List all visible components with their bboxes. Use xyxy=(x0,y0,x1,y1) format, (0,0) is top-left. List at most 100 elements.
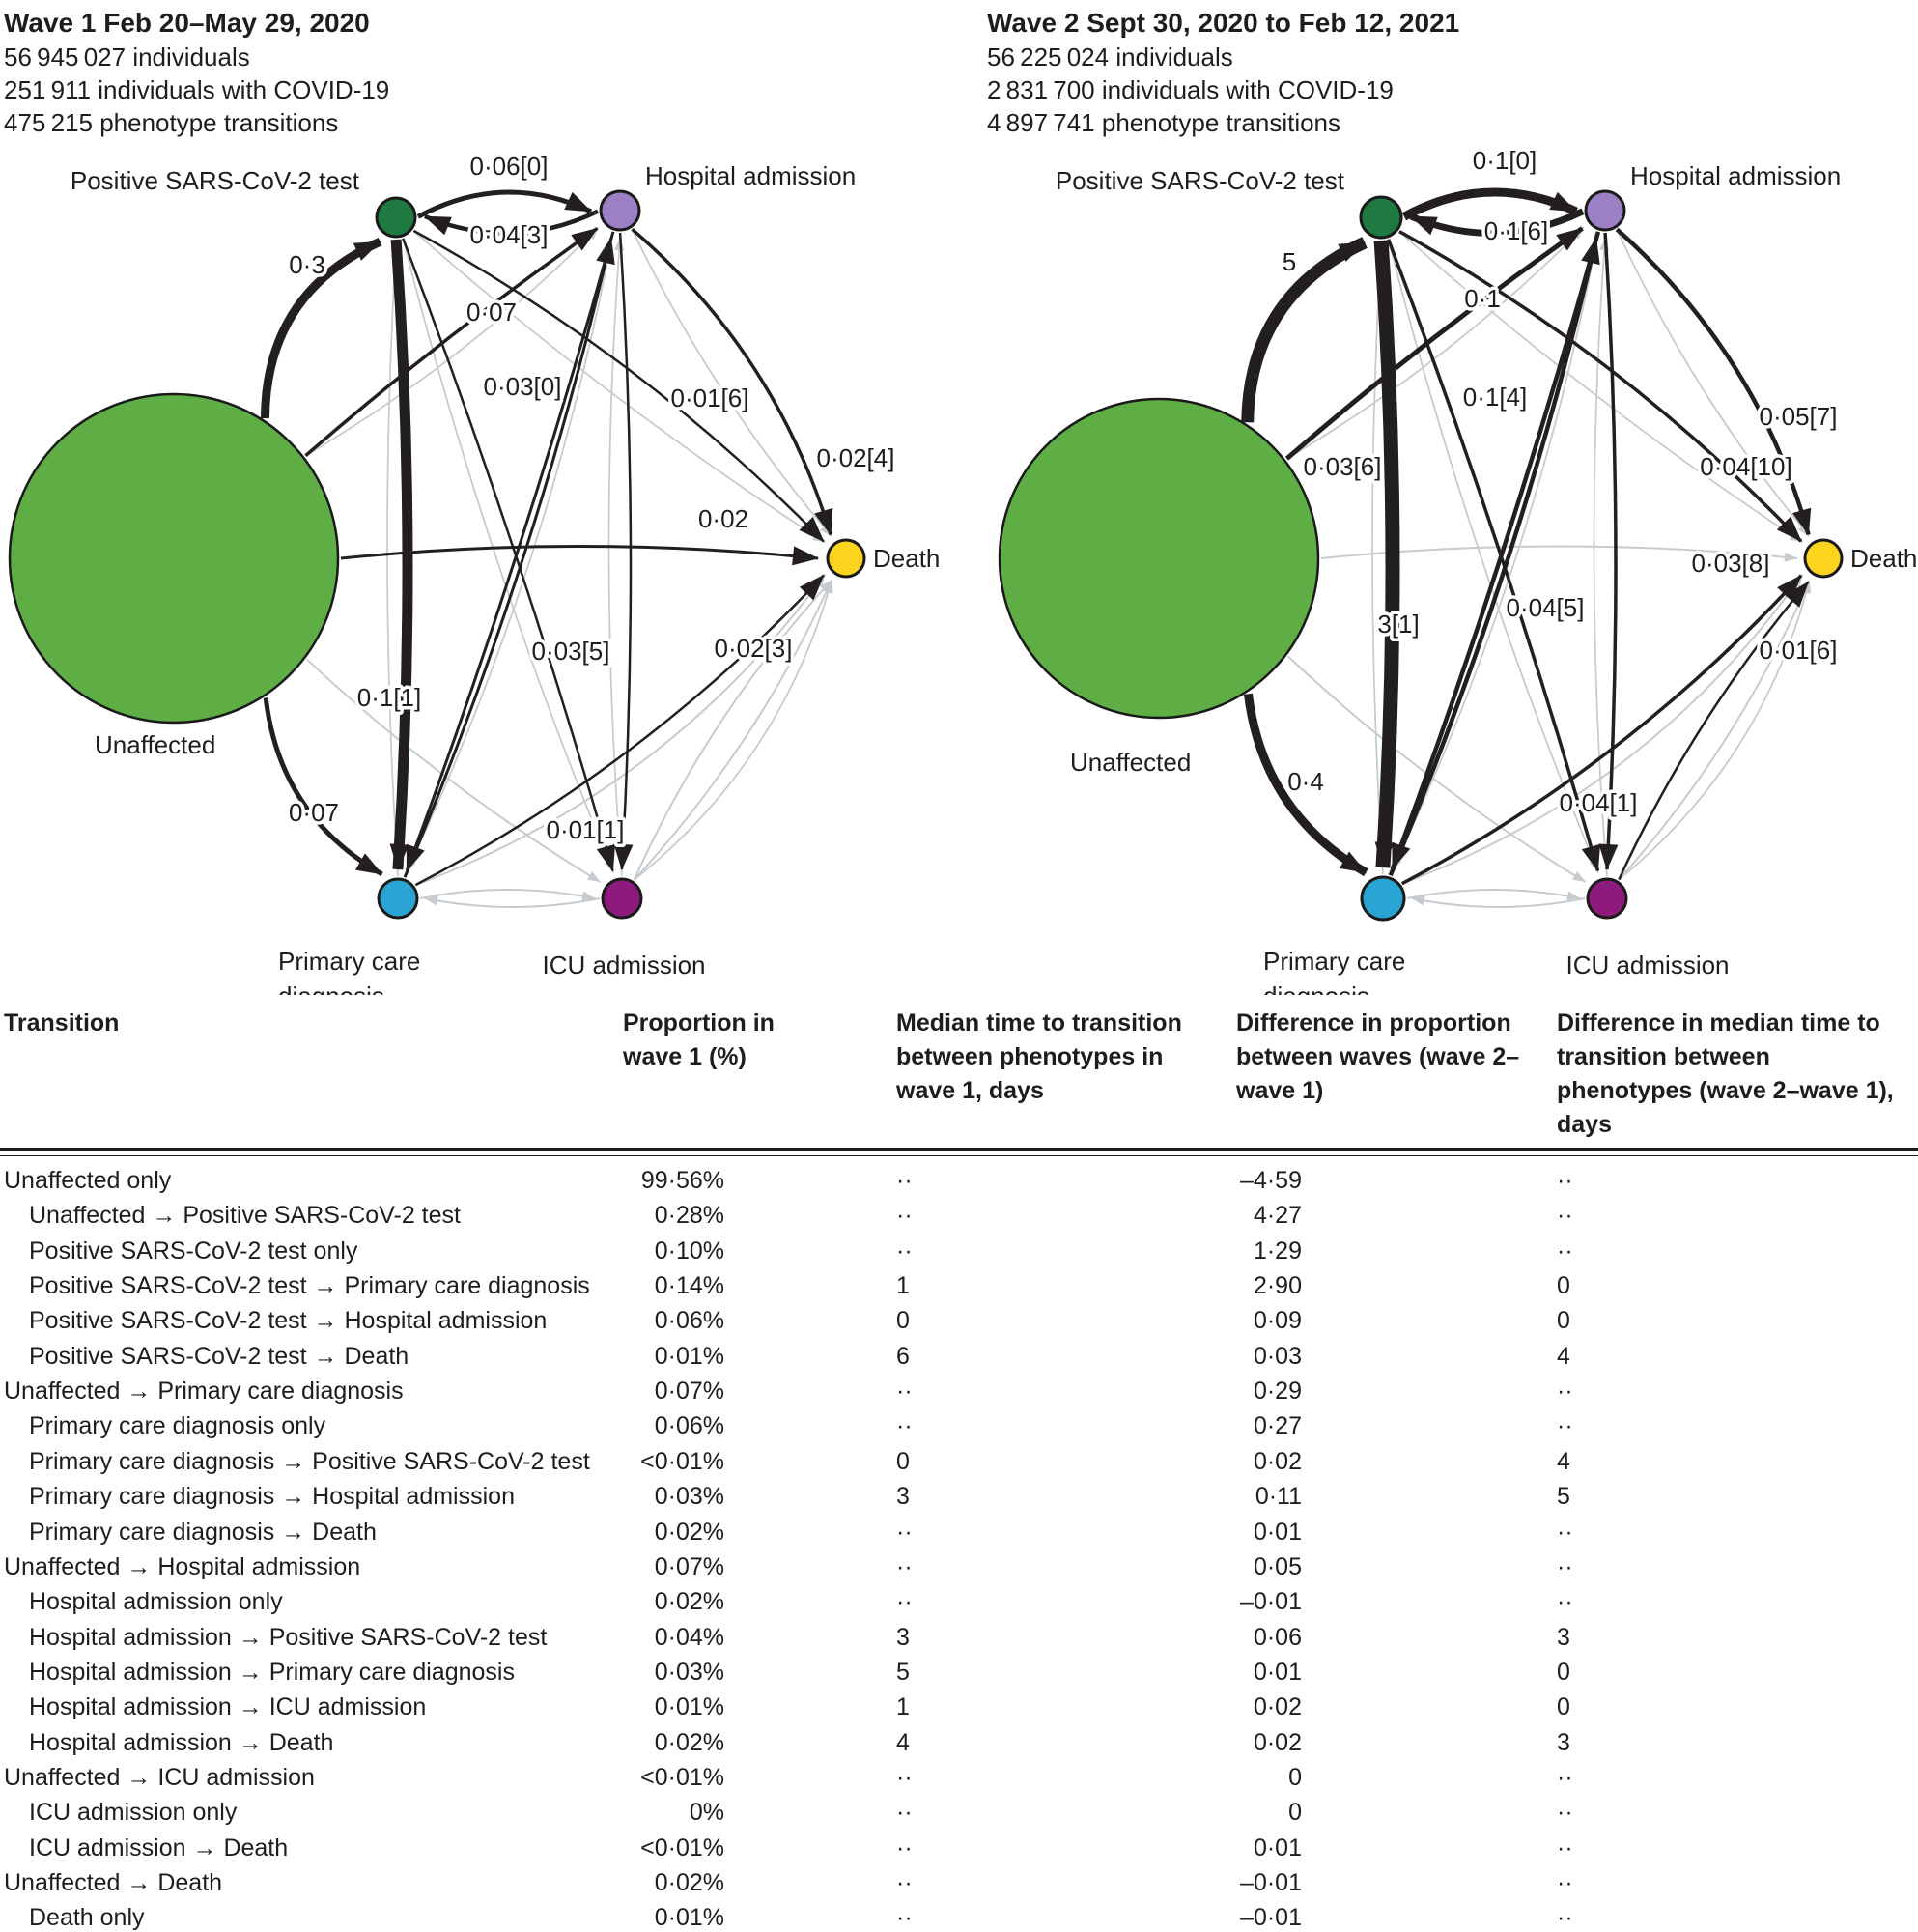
wave2-stat-transitions: 4 897 741 phenotype transitions xyxy=(987,108,1341,137)
edge-pcare-to-postest xyxy=(386,243,401,877)
cell-median-time: 5 xyxy=(896,1658,910,1686)
edge-label: 0·1[4] xyxy=(1463,383,1528,412)
wave2-title: Wave 2 Sept 30, 2020 to Feb 12, 2021 xyxy=(987,8,1460,38)
cell-diff-median: 0 xyxy=(1557,1693,1570,1721)
cell-median-time: ·· xyxy=(896,1167,913,1194)
cell-diff-median: ·· xyxy=(1557,1202,1573,1230)
cell-median-time: 6 xyxy=(896,1342,910,1370)
edge-hosp-to-death xyxy=(631,228,832,537)
node-postest-wave1 xyxy=(375,196,417,239)
edge-pcare-to-hosp xyxy=(403,237,615,878)
cell-transition: Positive SARS-CoV-2 test → Primary care … xyxy=(29,1272,590,1300)
cell-transition: Positive SARS-CoV-2 test only xyxy=(29,1236,358,1264)
cell-diff-proportion: 0·05 xyxy=(1253,1552,1302,1580)
node-death-wave1 xyxy=(826,538,866,579)
cell-median-time: 3 xyxy=(896,1483,910,1511)
cell-median-time: ·· xyxy=(896,1588,913,1616)
edge-label: 0·04[1] xyxy=(1560,788,1638,817)
col-header-proportion: Proportion in wave 1 (%) xyxy=(623,1009,775,1070)
cell-transition: Unaffected → Positive SARS-CoV-2 test xyxy=(29,1202,461,1230)
cell-diff-median: 3 xyxy=(1557,1728,1570,1756)
cell-median-time: 3 xyxy=(896,1623,910,1651)
cell-diff-median: ·· xyxy=(1557,1518,1573,1546)
node-death-wave2 xyxy=(1803,538,1844,579)
edge-label: 0·01[6] xyxy=(1760,636,1838,665)
cell-diff-median: ·· xyxy=(1557,1167,1573,1194)
node-icu-wave1 xyxy=(601,877,643,920)
cell-median-time: ·· xyxy=(896,1236,913,1264)
cell-diff-proportion: 0 xyxy=(1288,1799,1302,1827)
cell-transition: Hospital admission → Positive SARS-CoV-2… xyxy=(29,1623,548,1651)
wave1-stat-covid: 251 911 individuals with COVID-19 xyxy=(4,75,390,104)
wave1-stat-individuals: 56 945 027 individuals xyxy=(4,43,250,71)
edge-postest-to-icu xyxy=(402,238,616,872)
cell-diff-median: ·· xyxy=(1557,1588,1573,1616)
edge-icu-to-death xyxy=(1618,580,1812,881)
cell-proportion: 0·02% xyxy=(654,1869,724,1896)
col-header-diff-median: Difference in median time to transition … xyxy=(1557,1009,1894,1138)
node-label: Hospital admission xyxy=(1630,161,1841,190)
edge-label: 0·06[0] xyxy=(470,152,549,181)
node-label: Primary care xyxy=(1263,947,1405,976)
cell-diff-proportion: 0·06 xyxy=(1253,1623,1302,1651)
edge-pcare-to-hosp xyxy=(1388,237,1600,877)
cell-proportion: 0·02% xyxy=(654,1728,724,1756)
edge-label: 5 xyxy=(1283,247,1296,276)
edge-hosp-to-pcare xyxy=(1391,231,1599,871)
cell-diff-median: 3 xyxy=(1557,1623,1570,1651)
wave1-stat-transitions: 475 215 phenotype transitions xyxy=(4,108,339,137)
cell-transition: Unaffected → Primary care diagnosis xyxy=(4,1378,404,1406)
node-label: ICU admission xyxy=(1565,951,1729,980)
cell-transition: Primary care diagnosis → Positive SARS-C… xyxy=(29,1447,590,1475)
cell-transition: ICU admission only xyxy=(29,1799,238,1827)
cell-diff-proportion: 0·03 xyxy=(1253,1342,1302,1370)
edge-label: 0·04[5] xyxy=(1507,593,1585,622)
edge-label: 0·1 xyxy=(1464,284,1501,313)
edge-postest-to-hosp xyxy=(416,189,593,219)
cell-diff-median: ·· xyxy=(1557,1833,1573,1861)
cell-diff-proportion: 2·90 xyxy=(1253,1272,1302,1300)
table-row: ICU admission → Death<0·01%··0·01·· xyxy=(0,1831,1918,1866)
cell-median-time: ·· xyxy=(896,1518,913,1546)
edge-unaff-to-postest xyxy=(260,238,382,419)
cell-diff-proportion: 1·29 xyxy=(1253,1236,1302,1264)
node-pcare-wave2 xyxy=(1360,875,1406,922)
cell-proportion: 0·07% xyxy=(654,1378,724,1406)
table-row: Primary care diagnosis → Hospital admiss… xyxy=(0,1479,1918,1515)
cell-median-time: 1 xyxy=(896,1272,910,1300)
node-icu-wave2 xyxy=(1586,877,1628,920)
cell-diff-median: ·· xyxy=(1557,1904,1573,1932)
edge-unaff-to-postest xyxy=(1241,237,1368,423)
edge-postest-to-icu xyxy=(1386,239,1601,872)
node-label: ICU admission xyxy=(542,951,705,980)
cell-diff-median: ·· xyxy=(1557,1763,1573,1791)
cell-diff-median: ·· xyxy=(1557,1869,1573,1896)
table-row: Hospital admission → Primary care diagno… xyxy=(0,1655,1918,1690)
edge-postest-to-pcare xyxy=(389,239,413,870)
edge-icu-to-death xyxy=(1618,580,1811,881)
col-header-diff-proportion: Difference in proportion between waves (… xyxy=(1236,1009,1520,1104)
edge-label: 0·07 xyxy=(289,798,339,827)
cell-diff-proportion: –4·59 xyxy=(1240,1167,1302,1194)
cell-diff-proportion: 0·01 xyxy=(1253,1658,1302,1686)
node-unaff-wave2 xyxy=(998,397,1320,720)
cell-diff-median: ·· xyxy=(1557,1236,1573,1264)
cell-transition: ICU admission → Death xyxy=(29,1833,289,1861)
cell-transition: Unaffected → ICU admission xyxy=(4,1763,315,1791)
cell-proportion: 0·10% xyxy=(654,1236,724,1264)
edge-label: 0·07 xyxy=(466,298,517,327)
cell-proportion: 0·01% xyxy=(654,1904,724,1932)
edge-postest-to-hosp xyxy=(1401,187,1578,221)
edge-pcare-to-death xyxy=(1401,573,1804,885)
wave2-header: Wave 2 Sept 30, 2020 to Feb 12, 2021 56 … xyxy=(987,6,1459,139)
cell-proportion: 0·07% xyxy=(654,1552,724,1580)
